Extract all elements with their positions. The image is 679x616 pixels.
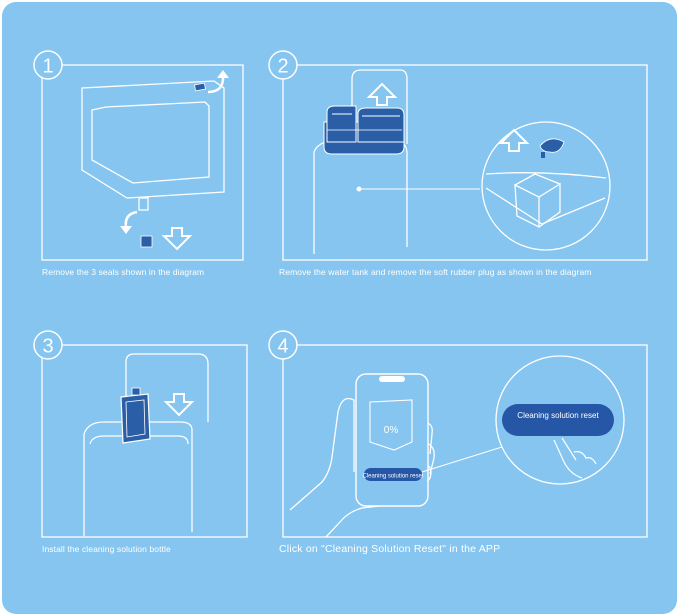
seal-icon-top: [194, 82, 206, 92]
phone-icon: 0% Cleaning solution reset: [355, 373, 429, 507]
arrow-up-icon: [498, 128, 530, 152]
arrow-down-icon: [163, 393, 195, 417]
callout-leader-line: [356, 186, 480, 192]
step-3-number-badge: 3: [33, 330, 63, 360]
svg-text:2: 2: [277, 56, 288, 78]
cleaning-solution-bottle-icon: [120, 387, 151, 444]
zoomed-reset-button-label: Cleaning solution reset: [517, 411, 599, 420]
hand-pointer-icon: [553, 437, 597, 479]
arrow-down-icon: [161, 227, 193, 251]
phone-percent-text: 0%: [384, 425, 399, 436]
step-1-caption: Remove the 3 seals shown in the diagram: [42, 267, 205, 277]
phone-reset-button-label: Cleaning solution reset: [362, 474, 423, 480]
step-1-number-badge: 1: [33, 50, 63, 80]
curved-arrow-icon: [207, 70, 229, 94]
step-4-caption: Click on "Cleaning Solution Reset" in th…: [279, 543, 501, 555]
callout-leader-line: [421, 446, 503, 473]
zoom-magnifier-circle: Cleaning solution reset: [495, 355, 625, 485]
seal-icon-bottom: [140, 235, 153, 248]
rubber-plug-icon: [539, 138, 565, 158]
step-2-number-badge: 2: [268, 50, 298, 80]
step-1-panel: [41, 64, 244, 261]
step-4-number-badge: 4: [268, 330, 298, 360]
detail-magnifier-circle: [481, 121, 611, 251]
water-tank-outline: [81, 80, 225, 211]
step-4-panel: [282, 344, 648, 538]
svg-text:4: 4: [277, 336, 288, 358]
step-3-caption: Install the cleaning solution bottle: [42, 544, 171, 554]
base-station-outline: [83, 353, 209, 536]
svg-text:1: 1: [42, 56, 53, 78]
step-2-panel: [282, 64, 648, 261]
svg-text:3: 3: [42, 336, 53, 358]
step-2-caption: Remove the water tank and remove the sof…: [279, 267, 592, 277]
step-3-panel: [41, 344, 248, 538]
curved-arrow-icon: [120, 210, 138, 234]
water-tank-icon: [323, 105, 405, 155]
arrow-up-icon: [366, 82, 398, 106]
